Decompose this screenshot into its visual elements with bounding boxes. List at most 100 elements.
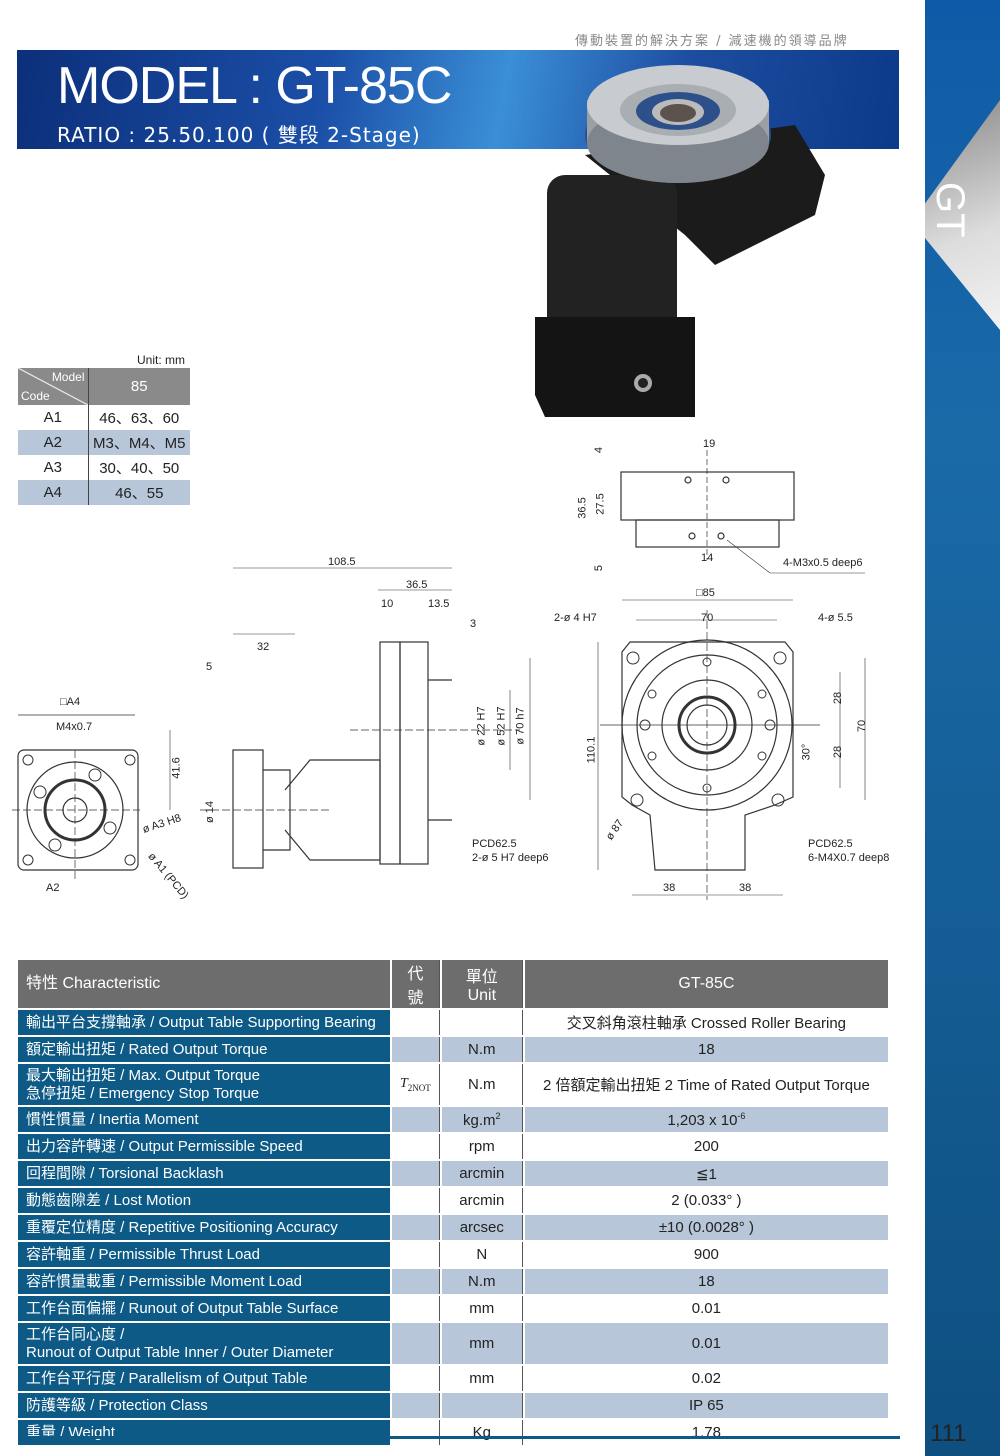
dim-label: 3 <box>470 618 477 630</box>
unit: N.m <box>468 1273 496 1290</box>
unit-cell: N <box>442 1242 523 1267</box>
dim-label: □A4 <box>60 696 81 708</box>
unit-cell: arcmin <box>441 1161 523 1186</box>
dim-label: □85 <box>696 587 715 599</box>
dim-label: ø 52 H7 <box>495 706 508 746</box>
characteristic-name: 容許慣量載重 / Permissible Moment Load <box>26 1272 302 1290</box>
header-value: 85 <box>88 368 190 405</box>
symbol: T <box>400 1076 408 1092</box>
dim-label: 32 <box>257 641 270 653</box>
characteristic-cell: 出力容許轉速 / Output Permissible Speed <box>18 1134 390 1159</box>
characteristic-cell: 慣性慣量 / Inertia Moment <box>18 1107 390 1132</box>
value: 2 (0.033° ) <box>671 1192 742 1209</box>
value: 900 <box>693 1246 719 1263</box>
dim-label: 10 <box>381 598 394 610</box>
unit: mm <box>469 1335 495 1352</box>
characteristic-cell: 工作台面偏擺 / Runout of Output Table Surface <box>18 1296 390 1321</box>
characteristic-cell: 容許慣量載重 / Permissible Moment Load <box>18 1269 390 1294</box>
characteristic-name: 最大輸出扭矩 / Max. Output Torque <box>26 1066 260 1084</box>
symbol-cell <box>392 1215 440 1240</box>
unit: N.m <box>468 1076 496 1093</box>
characteristic-name: 工作台平行度 / Parallelism of Output Table <box>26 1369 308 1387</box>
dim-label: 30° <box>800 743 813 761</box>
side-tab-label: GT <box>928 182 972 238</box>
spec-row: 出力容許轉速 / Output Permissible Speed rpm 200 <box>18 1134 888 1159</box>
page-number: 111 <box>930 1420 967 1447</box>
unit: rpm <box>468 1138 495 1155</box>
unit-cell <box>441 1393 523 1418</box>
value-cell: 18 <box>524 1269 888 1294</box>
value: 0.01 <box>691 1300 721 1317</box>
dim-label: 38 <box>663 882 676 894</box>
model-title: MODEL : GT-85C <box>57 57 452 115</box>
spec-row: 容許軸重 / Permissible Thrust Load N 900 <box>18 1242 888 1267</box>
characteristic-cell: 容許軸重 / Permissible Thrust Load <box>18 1242 390 1267</box>
dim-label: 110.1 <box>585 736 598 764</box>
dim-label: 27.5 <box>594 493 607 515</box>
unit-label: Unit: mm <box>137 353 185 367</box>
value: ±10 (0.0028° ) <box>658 1219 754 1236</box>
characteristic-name: 工作台同心度 / <box>26 1325 125 1343</box>
code-cell: A4 <box>18 480 89 505</box>
characteristic-name: 容許軸重 / Permissible Thrust Load <box>26 1245 260 1263</box>
symbol-cell <box>392 1161 440 1186</box>
unit: mm <box>469 1370 495 1387</box>
dim-label: 19 <box>703 438 716 450</box>
unit: arcsec <box>459 1219 504 1236</box>
value-cell: M3、M4、M5 <box>88 430 190 455</box>
dim-label: ø 70 h7 <box>514 707 527 745</box>
dim-label: 5 <box>593 564 606 572</box>
dim-label: 2-ø 4 H7 <box>554 612 597 624</box>
value: ≦1 <box>695 1165 717 1183</box>
value-cell: 2 倍額定輸出扭矩 2 Time of Rated Output Torque <box>525 1064 888 1105</box>
characteristic-cell: 工作台平行度 / Parallelism of Output Table <box>18 1366 390 1391</box>
unit-cell: rpm <box>442 1134 523 1159</box>
characteristic-name: 回程間隙 / Torsional Backlash <box>26 1164 224 1182</box>
spec-row: 回程間隙 / Torsional Backlash arcmin ≦1 <box>18 1161 888 1186</box>
dim-label: 13.5 <box>428 598 450 610</box>
symbol-subscript: 2NOT <box>407 1082 431 1093</box>
dim-label: A2 <box>46 882 60 894</box>
value-superscript: -6 <box>737 1110 746 1121</box>
dim-label: 6-M4X0.7 deep8 <box>808 852 890 864</box>
dim-label: PCD62.5 <box>808 838 853 850</box>
ratio-subtitle: RATIO : 25.50.100 ( 雙段 2-Stage) <box>57 123 421 147</box>
code-cell: A1 <box>18 405 89 430</box>
symbol-cell <box>392 1393 440 1418</box>
slogan: 傳動裝置的解決方案 / 減速機的領導品牌 <box>575 34 849 49</box>
unit: kg.m <box>463 1111 496 1129</box>
value: 交叉斜角滾柱軸承 Crossed Roller Bearing <box>566 1015 847 1032</box>
symbol-cell <box>392 1037 440 1062</box>
dim-label: 5 <box>206 661 213 673</box>
unit-cell: arcmin <box>442 1188 523 1213</box>
technical-drawing <box>12 450 866 900</box>
symbol-cell <box>392 1188 440 1213</box>
value: 0.02 <box>691 1370 721 1387</box>
characteristic-cell: 重覆定位精度 / Repetitive Positioning Accuracy <box>18 1215 390 1240</box>
spec-row: 容許慣量載重 / Permissible Moment Load N.m 18 <box>18 1269 888 1294</box>
symbol-cell <box>392 1107 440 1132</box>
characteristic-cell: 回程間隙 / Torsional Backlash <box>18 1161 390 1186</box>
unit-cell: kg.m2 <box>441 1107 523 1132</box>
characteristic-name: 慣性慣量 / Inertia Moment <box>26 1110 199 1128</box>
characteristic-name: 出力容許轉速 / Output Permissible Speed <box>26 1137 303 1155</box>
value-cell: ±10 (0.0028° ) <box>524 1215 888 1240</box>
value: 2 倍額定輸出扭矩 2 Time of Rated Output Torque <box>543 1077 870 1094</box>
dim-label: 28 <box>832 745 845 759</box>
characteristic-cell: 工作台同心度 /Runout of Output Table Inner / O… <box>18 1323 390 1364</box>
characteristic-cell: 輸出平台支撐軸承 / Output Table Supporting Beari… <box>18 1010 390 1035</box>
symbol-cell <box>392 1296 440 1321</box>
value: 200 <box>693 1138 719 1155</box>
unit: arcmin <box>459 1192 505 1209</box>
unit: arcmin <box>459 1165 505 1182</box>
dim-label: 4-ø 5.5 <box>818 612 853 624</box>
symbol-cell <box>392 1010 440 1035</box>
characteristic-name: 輸出平台支撐軸承 / Output Table Supporting Beari… <box>26 1013 376 1031</box>
product-photo <box>535 65 825 417</box>
